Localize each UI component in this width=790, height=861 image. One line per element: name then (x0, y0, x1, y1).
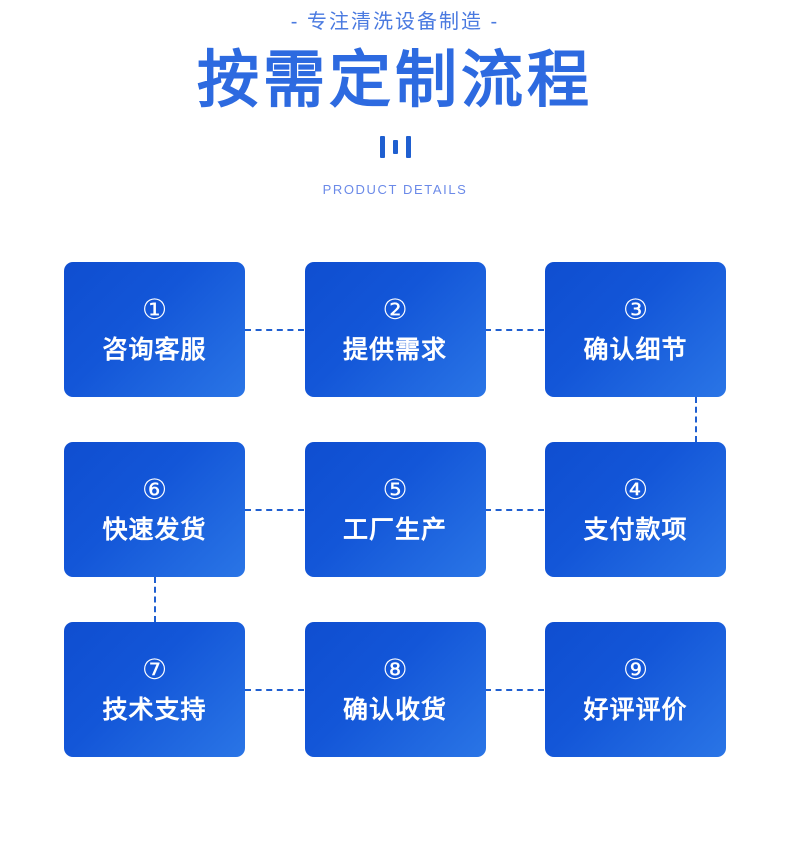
flow-row-1: ① 咨询客服 ② 提供需求 ③ 确认细节 (64, 262, 726, 442)
flow-card-number: ⑧ (382, 653, 408, 685)
flow-card-number: ⑥ (141, 473, 168, 505)
connector-horizontal-8-9 (485, 689, 544, 691)
process-flow-diagram: ① 咨询客服 ② 提供需求 ③ 确认细节 ⑥ 快速发货 ⑤ 工厂生产 ④ 支付款… (64, 262, 726, 757)
connector-vertical-3-4 (695, 397, 697, 442)
flow-card-number: ⑦ (141, 653, 168, 685)
flow-row-2: ⑥ 快速发货 ⑤ 工厂生产 ④ 支付款项 (64, 442, 726, 622)
flow-card-label: 咨询客服 (102, 335, 207, 364)
connector-vertical-6-7 (154, 577, 156, 622)
flow-card-label: 确认细节 (583, 335, 688, 364)
flow-card-label: 提供需求 (342, 335, 447, 364)
page-eyebrow: PRODUCT DETAILS (322, 182, 468, 197)
flow-card-label: 技术支持 (102, 695, 207, 724)
connector-horizontal-1-2 (245, 329, 304, 331)
flow-card-1[interactable]: ① 咨询客服 (64, 262, 245, 397)
connector-horizontal-2-3 (485, 329, 544, 331)
page-header: - 专注清洗设备制造 - 按需定制流程 (0, 0, 790, 120)
flow-card-label: 支付款项 (583, 515, 688, 544)
page-subtitle: - 专注清洗设备制造 - (290, 11, 500, 33)
flow-card-number: ⑨ (622, 653, 649, 685)
divider-bar-right (405, 136, 411, 158)
divider-bar-middle (392, 140, 398, 154)
connector-horizontal-5-4 (485, 509, 544, 511)
flow-card-6[interactable]: ⑥ 快速发货 (64, 442, 245, 577)
flow-card-number: ④ (622, 473, 649, 505)
flow-card-label: 好评评价 (583, 695, 688, 724)
page-title: 按需定制流程 (196, 46, 593, 115)
connector-horizontal-6-5 (245, 509, 304, 511)
flow-row-3: ⑦ 技术支持 ⑧ 确认收货 ⑨ 好评评价 (64, 622, 726, 757)
connector-horizontal-7-8 (245, 689, 304, 691)
flow-card-9[interactable]: ⑨ 好评评价 (545, 622, 726, 757)
flow-card-3[interactable]: ③ 确认细节 (545, 262, 726, 397)
divider-bar-left (379, 136, 385, 158)
flow-card-7[interactable]: ⑦ 技术支持 (64, 622, 245, 757)
flow-card-2[interactable]: ② 提供需求 (304, 262, 486, 397)
flow-card-5[interactable]: ⑤ 工厂生产 (304, 442, 486, 577)
flow-card-label: 确认收货 (342, 695, 447, 724)
flow-card-number: ⑤ (382, 473, 408, 505)
three-bars-divider-icon (0, 132, 790, 162)
flow-card-4[interactable]: ④ 支付款项 (545, 442, 726, 577)
flow-card-label: 工厂生产 (342, 515, 447, 544)
flow-card-number: ③ (622, 293, 649, 325)
flow-card-number: ② (382, 293, 408, 325)
flow-card-label: 快速发货 (102, 515, 207, 544)
flow-card-8[interactable]: ⑧ 确认收货 (304, 622, 486, 757)
flow-card-number: ① (141, 293, 168, 325)
